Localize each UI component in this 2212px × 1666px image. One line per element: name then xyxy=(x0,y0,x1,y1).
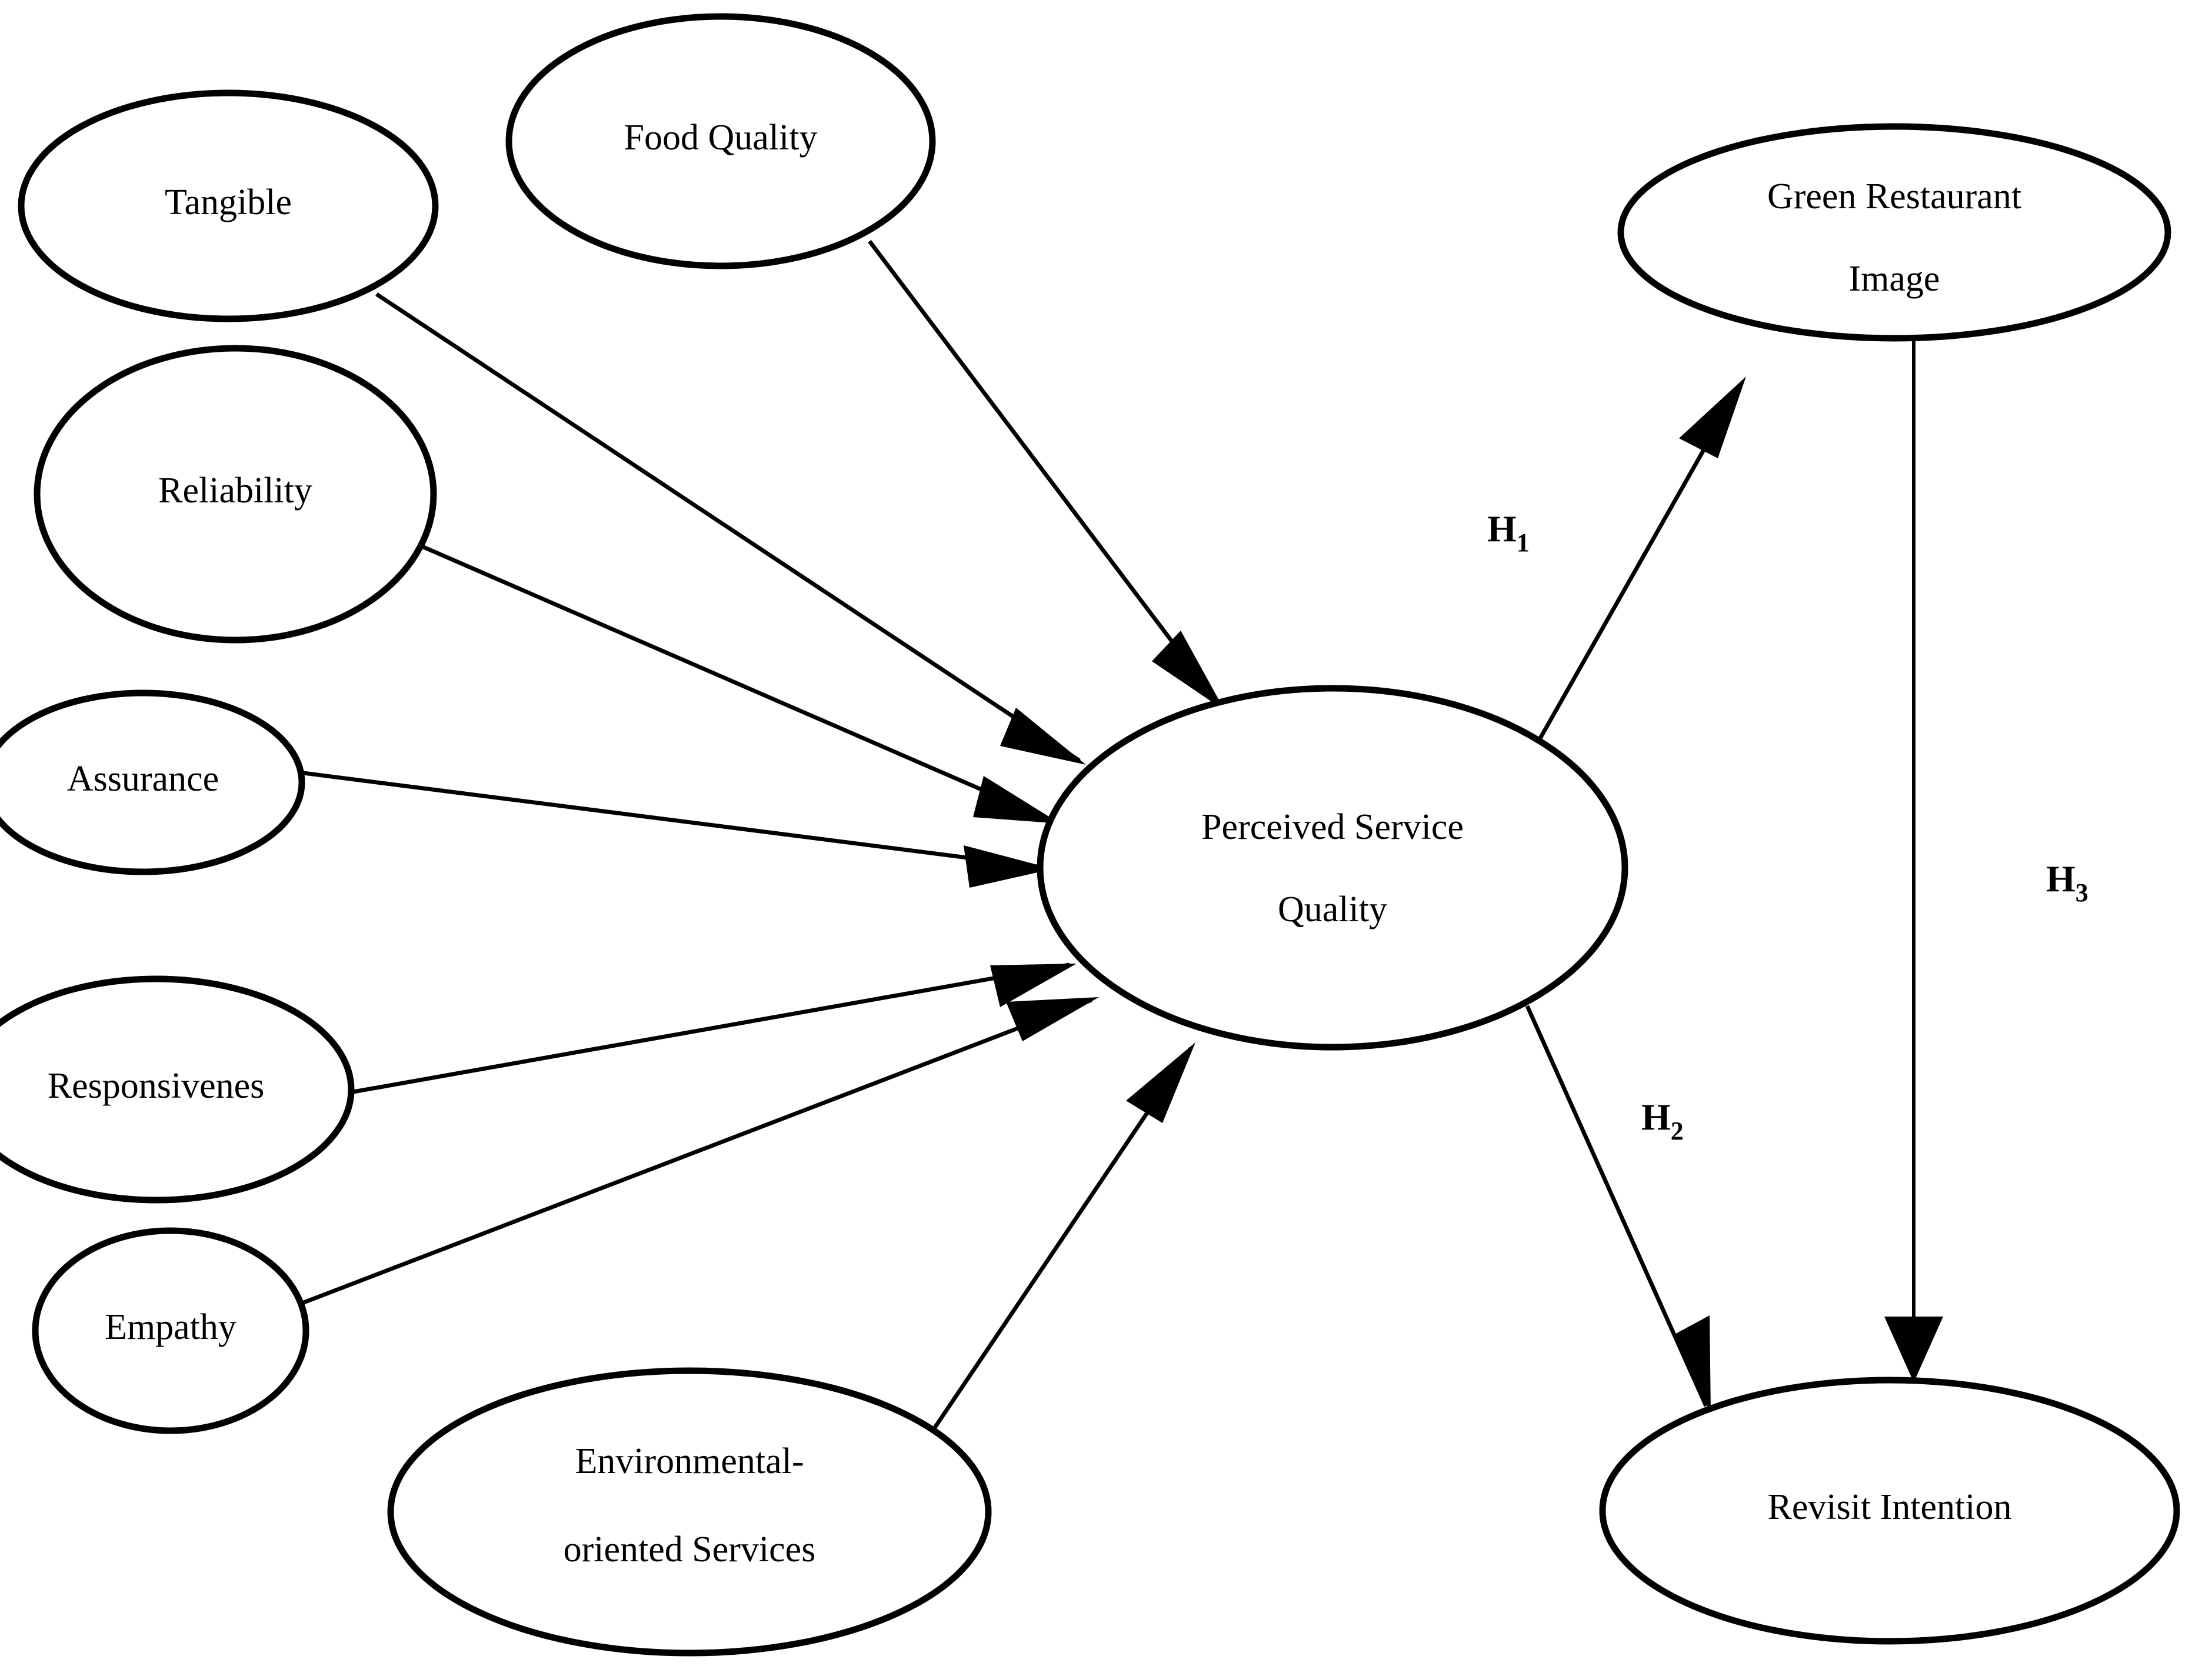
svg-text:H2: H2 xyxy=(1641,1096,1684,1145)
edge-environmental-services-to-psq xyxy=(928,1042,1195,1437)
h3-subscript: 3 xyxy=(2076,878,2088,907)
edge-assurance-to-psq xyxy=(294,769,1053,888)
h2-text: H xyxy=(1641,1096,1671,1138)
node-label-tangible: Tangible xyxy=(165,182,292,222)
node-reliability[interactable]: Reliability xyxy=(34,345,437,644)
node-label-environmental-line1: Environmental- xyxy=(575,1441,804,1481)
node-responsivenes[interactable]: Responsivenes xyxy=(0,975,355,1204)
edge-green-image-to-revisit xyxy=(1884,341,1943,1382)
node-label-empathy: Empathy xyxy=(105,1307,236,1347)
node-tangible[interactable]: Tangible xyxy=(18,89,439,322)
node-label-psq-line2: Quality xyxy=(1278,889,1387,929)
edge-psq-to-green-image xyxy=(1535,376,1746,744)
svg-text:H3: H3 xyxy=(2046,858,2088,907)
hypothesis-label-h1: H1 xyxy=(1487,508,1530,557)
node-perceived-service-quality[interactable]: Perceived Service Quality xyxy=(1037,685,1628,1051)
node-label-reliability: Reliability xyxy=(158,471,312,511)
edge-psq-to-revisit xyxy=(1525,1005,1711,1413)
edge-responsivenes-to-psq xyxy=(339,962,1077,1097)
node-environmental-oriented-services[interactable]: Environmental- oriented Services xyxy=(387,1367,992,1657)
hypothesis-label-h3: H3 xyxy=(2046,858,2088,907)
edge-reliability-to-psq xyxy=(422,545,1060,824)
node-assurance[interactable]: Assurance xyxy=(0,689,305,875)
node-label-psq-line1: Perceived Service xyxy=(1201,807,1464,847)
svg-text:H1: H1 xyxy=(1487,508,1530,557)
node-green-restaurant-image[interactable]: Green Restaurant Image xyxy=(1617,123,2171,342)
node-label-revisit-intention: Revisit Intention xyxy=(1767,1487,2011,1527)
node-label-green-image-line2: Image xyxy=(1849,259,1940,299)
h3-text: H xyxy=(2046,858,2076,899)
hypothesis-label-h2: H2 xyxy=(1641,1096,1684,1145)
node-label-food-quality: Food Quality xyxy=(624,118,818,158)
edge-food-quality-to-psq xyxy=(868,239,1225,711)
node-food-quality[interactable]: Food Quality xyxy=(505,13,936,269)
h1-text: H xyxy=(1487,508,1517,549)
edge-tangible-to-psq xyxy=(375,292,1086,765)
node-revisit-intention[interactable]: Revisit Intention xyxy=(1599,1377,2180,1645)
node-label-responsivenes: Responsivenes xyxy=(48,1066,265,1106)
h1-subscript: 1 xyxy=(1517,528,1530,557)
node-empathy[interactable]: Empathy xyxy=(32,1227,309,1434)
node-label-assurance: Assurance xyxy=(67,759,219,799)
edge-empathy-to-psq xyxy=(297,997,1099,1307)
node-label-green-image-line1: Green Restaurant xyxy=(1767,176,2021,216)
node-label-environmental-line2: oriented Services xyxy=(564,1530,816,1570)
h2-subscript: 2 xyxy=(1671,1117,1684,1145)
